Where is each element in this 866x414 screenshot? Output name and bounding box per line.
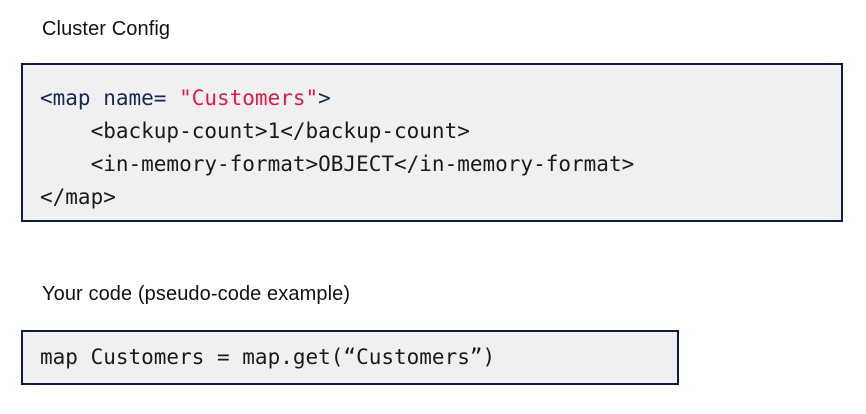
code-line: map Customers = map.get(“Customers”): [40, 343, 677, 371]
xml-tag-open: <map name=: [40, 86, 180, 110]
code-line: <in-memory-format>OBJECT</in-memory-form…: [40, 148, 841, 181]
xml-map-closing-tag: </map>: [40, 185, 116, 209]
your-code-code-block: map Customers = map.get(“Customers”): [21, 330, 679, 385]
xml-in-memory-format-element: <in-memory-format>OBJECT</in-memory-form…: [40, 152, 635, 176]
cluster-config-heading: Cluster Config: [42, 18, 171, 40]
cluster-config-code-block: <map name= "Customers"> <backup-count>1<…: [21, 63, 843, 222]
code-line: </map>: [40, 181, 841, 214]
your-code-heading: Your code (pseudo-code example): [42, 283, 351, 305]
code-line: <backup-count>1</backup-count>: [40, 115, 841, 148]
xml-attribute-value: "Customers": [179, 86, 319, 110]
xml-tag-close-bracket: >: [318, 86, 331, 110]
xml-backup-count-element: <backup-count>1</backup-count>: [40, 119, 470, 143]
code-line: <map name= "Customers">: [40, 82, 841, 115]
pseudo-code-statement: map Customers = map.get(“Customers”): [40, 345, 496, 369]
